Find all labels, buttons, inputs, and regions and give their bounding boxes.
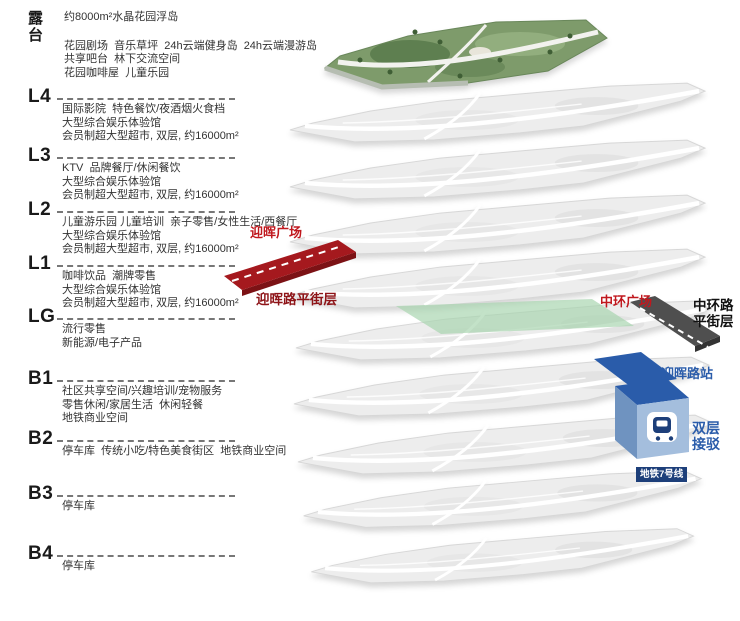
level-desc-line: 会员制超大型超市, 双层, 约16000m² [62, 297, 239, 309]
level-divider [57, 211, 235, 213]
level-divider [57, 380, 235, 382]
level-desc-line: 大型综合娱乐体验馆 [62, 116, 161, 129]
floor-plate-b4 [304, 526, 700, 592]
level-divider [57, 157, 235, 159]
label-double-deck-shuttle: 双层 接驳 [692, 420, 720, 452]
level-desc-line: 大型综合娱乐体验馆 [62, 283, 161, 296]
label-zhonghuan-road-line2: 平街层 [693, 313, 734, 329]
level-desc-line: 会员制超大型超市, 双层, 约16000m² [62, 243, 239, 255]
level-desc-line: 国际影院 特色餐饮/夜酒烟火食档 [62, 103, 226, 115]
level-desc-line: 地铁商业空间 [62, 412, 128, 424]
level-divider [57, 440, 235, 442]
label-yinghui-plaza: 迎晖广场 [250, 225, 303, 240]
level-desc-line: 大型综合娱乐体验馆 [62, 229, 161, 242]
level-desc-line: 儿童游乐园 儿童培训 亲子零售/女性生活/西餐厅 [62, 216, 298, 228]
level-desc-line: 会员制超大型超市, 双层, 约16000m² [62, 130, 239, 142]
level-code-lg: LG [28, 306, 56, 327]
level-code-b3: B3 [28, 483, 54, 504]
level-code-l4: L4 [28, 86, 52, 107]
level-desc-line: 零售休闲/家居生活 休闲轻餐 [62, 398, 204, 411]
level-code-l2: L2 [28, 199, 52, 220]
label-shuttle-line2: 接驳 [692, 436, 720, 452]
label-zhonghuan-plaza: 中环广场 [600, 294, 653, 309]
label-yinghui-station: 迎晖路站 [661, 366, 714, 381]
level-divider [57, 98, 235, 100]
level-code-b1: B1 [28, 368, 54, 389]
level-desc-line: 新能源/电子产品 [62, 336, 143, 349]
label-zhonghuan-road: 中环路 平街层 [693, 298, 734, 329]
label-zhonghuan-road-line1: 中环路 [693, 298, 734, 313]
level-code-terrace: 露台 [28, 10, 44, 44]
level-code-b2: B2 [28, 428, 54, 449]
label-yinghui-street: 迎晖路平街层 [256, 292, 337, 307]
label-shuttle-line1: 双层 [692, 420, 720, 436]
terrace-desc-line: 约8000m²水晶花园浮岛 [64, 11, 179, 23]
level-code-l1: L1 [28, 253, 52, 274]
level-code-l3: L3 [28, 145, 52, 166]
level-desc-line: KTV 品牌餐厅/休闲餐饮 [62, 162, 181, 174]
level-desc-line: 会员制超大型超市, 双层, 约16000m² [62, 189, 239, 201]
level-code-b4: B4 [28, 543, 54, 564]
terrace-desc-line: 共享吧台 林下交流空间 [64, 53, 181, 65]
level-desc-line: 停车库 [62, 560, 95, 572]
metro-line-7-badge: 地铁7号线 [636, 467, 688, 482]
level-divider [57, 495, 235, 497]
terrace-desc-line: 花园咖啡屋 儿童乐园 [64, 66, 170, 79]
level-divider [57, 318, 235, 320]
level-desc-line: 社区共享空间/兴趣培训/宠物服务 [62, 385, 223, 397]
level-desc-line: 咖啡饮品 潮牌零售 [62, 270, 157, 282]
level-desc-line: 大型综合娱乐体验馆 [62, 175, 161, 188]
level-divider [57, 555, 235, 557]
level-divider [57, 265, 235, 267]
level-desc-line: 停车库 传统小吃/特色美食街区 地铁商业空间 [62, 445, 287, 457]
terrace-desc-line: 花园剧场 音乐草坪 24h云端健身岛 24h云端漫游岛 [64, 39, 318, 52]
level-desc-line: 流行零售 [62, 323, 106, 335]
level-desc-line: 停车库 [62, 500, 95, 512]
